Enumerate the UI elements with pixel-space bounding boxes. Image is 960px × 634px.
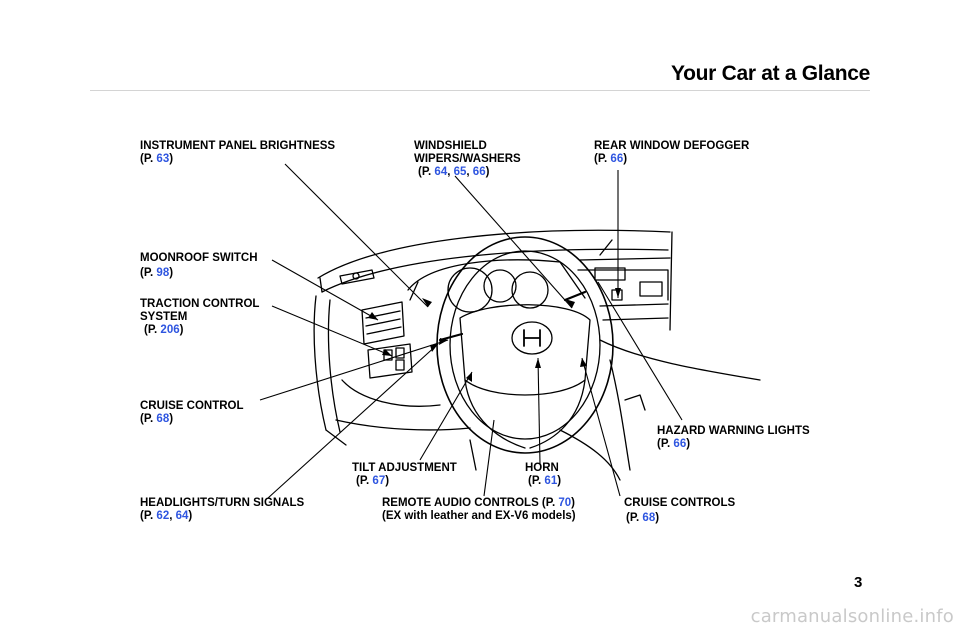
leader-wipers xyxy=(454,175,573,309)
leader-instrument-panel xyxy=(284,163,429,308)
header-rule xyxy=(90,90,870,91)
callout-label-line2: SYSTEM xyxy=(140,311,188,323)
page-link[interactable]: 206 xyxy=(160,324,180,336)
callout-label: CRUISE CONTROLS xyxy=(624,497,736,509)
page-link[interactable]: 64 xyxy=(434,166,448,178)
page-reference: (P. 67) xyxy=(356,475,390,487)
page-reference: (P. 68) xyxy=(626,512,660,524)
page-link[interactable]: 62 xyxy=(156,510,170,522)
leader-hazard xyxy=(597,281,683,421)
page-reference: (P. 64, 65, 66) xyxy=(418,166,490,178)
callout-horn: HORN (P. 61) xyxy=(525,462,561,488)
callout-label-line2: WIPERS/WASHERS xyxy=(414,153,521,165)
callout-label: TILT ADJUSTMENT xyxy=(352,462,457,474)
callout-label: HEADLIGHTS/TURN SIGNALS xyxy=(140,497,305,509)
callout-label: REAR WINDOW DEFOGGER xyxy=(594,140,750,152)
leader-remote-audio xyxy=(483,419,495,497)
page-reference: (P. 98) xyxy=(140,267,174,279)
page-reference: (P. 63) xyxy=(140,153,174,165)
callout-cruise-controls: CRUISE CONTROLS (P. 68) xyxy=(624,497,735,525)
page-number: 3 xyxy=(854,574,863,591)
page-link[interactable]: 64 xyxy=(175,510,189,522)
page-title: Your Car at a Glance xyxy=(670,62,870,85)
callout-label: REMOTE AUDIO CONTROLS (P. 70) xyxy=(382,497,575,509)
page-link[interactable]: 66 xyxy=(472,166,486,178)
leader-cruise-control xyxy=(259,339,449,401)
callout-hazard-warning-lights: HAZARD WARNING LIGHTS (P. 66) xyxy=(657,425,810,451)
callout-windshield-wipers: WINDSHIELD WIPERS/WASHERS (P. 64, 65, 66… xyxy=(414,140,521,179)
leader-tilt xyxy=(419,371,473,461)
callout-traction-control: TRACTION CONTROL SYSTEM (P. 206) xyxy=(140,298,259,337)
page-link[interactable]: 67 xyxy=(372,475,386,487)
page-link[interactable]: 63 xyxy=(156,153,170,165)
page-reference: (P. 68) xyxy=(140,413,174,425)
page-link[interactable]: 68 xyxy=(642,512,656,524)
callout-cruise-control: CRUISE CONTROL (P. 68) xyxy=(140,400,244,426)
leader-horn xyxy=(537,357,541,465)
callout-label: INSTRUMENT PANEL BRIGHTNESS xyxy=(140,140,336,152)
page-link[interactable]: 66 xyxy=(610,153,624,165)
callout-label: WINDSHIELD xyxy=(414,140,487,152)
page-link[interactable]: 68 xyxy=(156,413,170,425)
leader-cruise-controls xyxy=(581,357,621,497)
leader-traction xyxy=(271,305,393,357)
callout-moonroof-switch: MOONROOF SWITCH (P. 98) xyxy=(140,252,258,280)
page-link[interactable]: 98 xyxy=(156,267,170,279)
callout-tilt-adjustment: TILT ADJUSTMENT (P. 67) xyxy=(352,462,457,488)
callout-label: TRACTION CONTROL xyxy=(140,298,260,310)
watermark: carmanualsonline.info xyxy=(750,606,954,627)
callout-label: HORN xyxy=(525,462,559,474)
callout-rear-window-defogger: REAR WINDOW DEFOGGER (P. 66) xyxy=(594,140,749,166)
callout-instrument-panel-brightness: INSTRUMENT PANEL BRIGHTNESS (P. 63) xyxy=(140,140,335,166)
page-reference: (P. 66) xyxy=(657,438,691,450)
page-link[interactable]: 70 xyxy=(558,497,572,509)
leader-headlights xyxy=(267,343,439,499)
callout-note: (EX with leather and EX-V6 models) xyxy=(382,510,576,522)
callout-label: CRUISE CONTROL xyxy=(140,400,244,412)
page-link[interactable]: 61 xyxy=(544,475,558,487)
callout-label: HAZARD WARNING LIGHTS xyxy=(657,425,810,437)
page-reference: (P. 66) xyxy=(594,153,628,165)
callout-label: MOONROOF SWITCH xyxy=(140,252,258,264)
page-reference: (P. 61) xyxy=(528,475,562,487)
page-link[interactable]: 66 xyxy=(673,438,687,450)
leader-moonroof xyxy=(271,259,379,321)
callout-headlights-turn-signals: HEADLIGHTS/TURN SIGNALS (P. 62, 64) xyxy=(140,497,304,523)
page-reference: (P. 62, 64) xyxy=(140,510,193,522)
callout-remote-audio-controls: REMOTE AUDIO CONTROLS (P. 70) (EX with l… xyxy=(382,497,576,523)
page-link[interactable]: 65 xyxy=(453,166,467,178)
page-reference: (P. 206) xyxy=(144,324,184,336)
